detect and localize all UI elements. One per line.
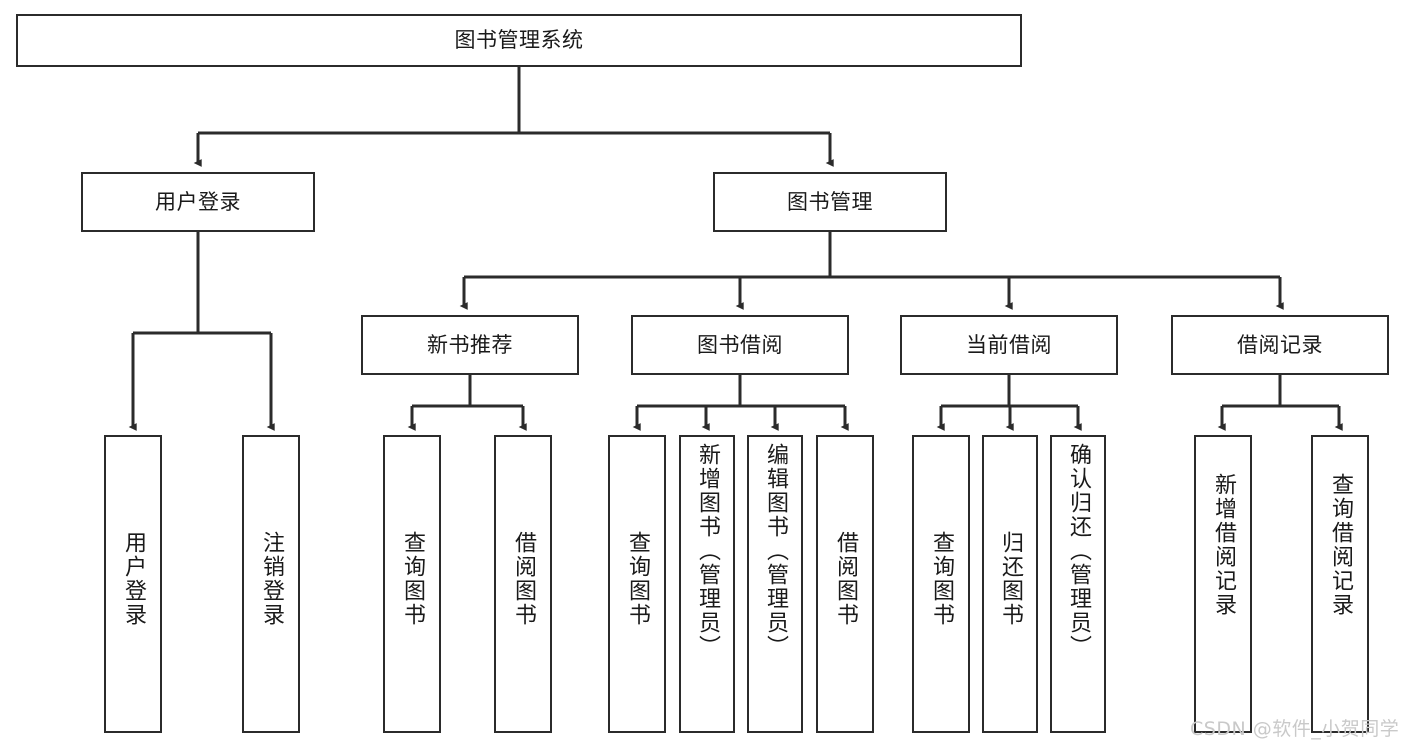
node-book-borrow[interactable]: 图书借阅 bbox=[631, 315, 849, 375]
node-new-book-recommend-label: 新书推荐 bbox=[427, 332, 513, 357]
node-leaf-user-login-label: 用户登录 bbox=[120, 531, 146, 627]
node-book-manage[interactable]: 图书管理 bbox=[713, 172, 947, 232]
node-leaf-borrow-book-2-label: 借阅图书 bbox=[832, 531, 858, 627]
node-book-manage-label: 图书管理 bbox=[787, 189, 873, 214]
node-leaf-query-book-3-label: 查询图书 bbox=[928, 531, 954, 627]
node-root-label: 图书管理系统 bbox=[454, 28, 584, 53]
node-book-borrow-label: 图书借阅 bbox=[697, 332, 783, 357]
node-borrow-record[interactable]: 借阅记录 bbox=[1171, 315, 1389, 375]
node-leaf-query-book-2-label: 查询图书 bbox=[624, 531, 650, 627]
node-leaf-edit-book-label: 编辑图书（管理员） bbox=[762, 443, 788, 659]
node-leaf-borrow-book-1[interactable]: 借阅图书 bbox=[494, 435, 552, 733]
node-leaf-query-book-1[interactable]: 查询图书 bbox=[383, 435, 441, 733]
node-leaf-borrow-book-2[interactable]: 借阅图书 bbox=[816, 435, 874, 733]
node-leaf-query-book-1-label: 查询图书 bbox=[399, 531, 425, 627]
node-leaf-query-record[interactable]: 查询借阅记录 bbox=[1311, 435, 1369, 733]
node-leaf-return-book[interactable]: 归还图书 bbox=[982, 435, 1038, 733]
node-leaf-confirm-return-label: 确认归还（管理员） bbox=[1065, 443, 1091, 659]
node-leaf-logout[interactable]: 注销登录 bbox=[242, 435, 300, 733]
node-leaf-borrow-book-1-label: 借阅图书 bbox=[510, 531, 536, 627]
node-leaf-return-book-label: 归还图书 bbox=[997, 531, 1023, 627]
node-leaf-add-book-label: 新增图书（管理员） bbox=[694, 443, 720, 659]
node-leaf-confirm-return[interactable]: 确认归还（管理员） bbox=[1050, 435, 1106, 733]
node-leaf-add-record[interactable]: 新增借阅记录 bbox=[1194, 435, 1252, 733]
node-leaf-query-book-3[interactable]: 查询图书 bbox=[912, 435, 970, 733]
node-user-login-label: 用户登录 bbox=[155, 189, 241, 214]
node-leaf-user-login[interactable]: 用户登录 bbox=[104, 435, 162, 733]
node-leaf-edit-book[interactable]: 编辑图书（管理员） bbox=[747, 435, 803, 733]
node-leaf-add-book[interactable]: 新增图书（管理员） bbox=[679, 435, 735, 733]
node-root[interactable]: 图书管理系统 bbox=[16, 14, 1022, 67]
node-leaf-query-record-label: 查询借阅记录 bbox=[1327, 473, 1353, 617]
node-leaf-logout-label: 注销登录 bbox=[258, 531, 284, 627]
node-user-login[interactable]: 用户登录 bbox=[81, 172, 315, 232]
node-new-book-recommend[interactable]: 新书推荐 bbox=[361, 315, 579, 375]
node-current-borrow-label: 当前借阅 bbox=[966, 332, 1052, 357]
node-current-borrow[interactable]: 当前借阅 bbox=[900, 315, 1118, 375]
node-leaf-query-book-2[interactable]: 查询图书 bbox=[608, 435, 666, 733]
node-borrow-record-label: 借阅记录 bbox=[1237, 332, 1323, 357]
node-leaf-add-record-label: 新增借阅记录 bbox=[1210, 473, 1236, 617]
